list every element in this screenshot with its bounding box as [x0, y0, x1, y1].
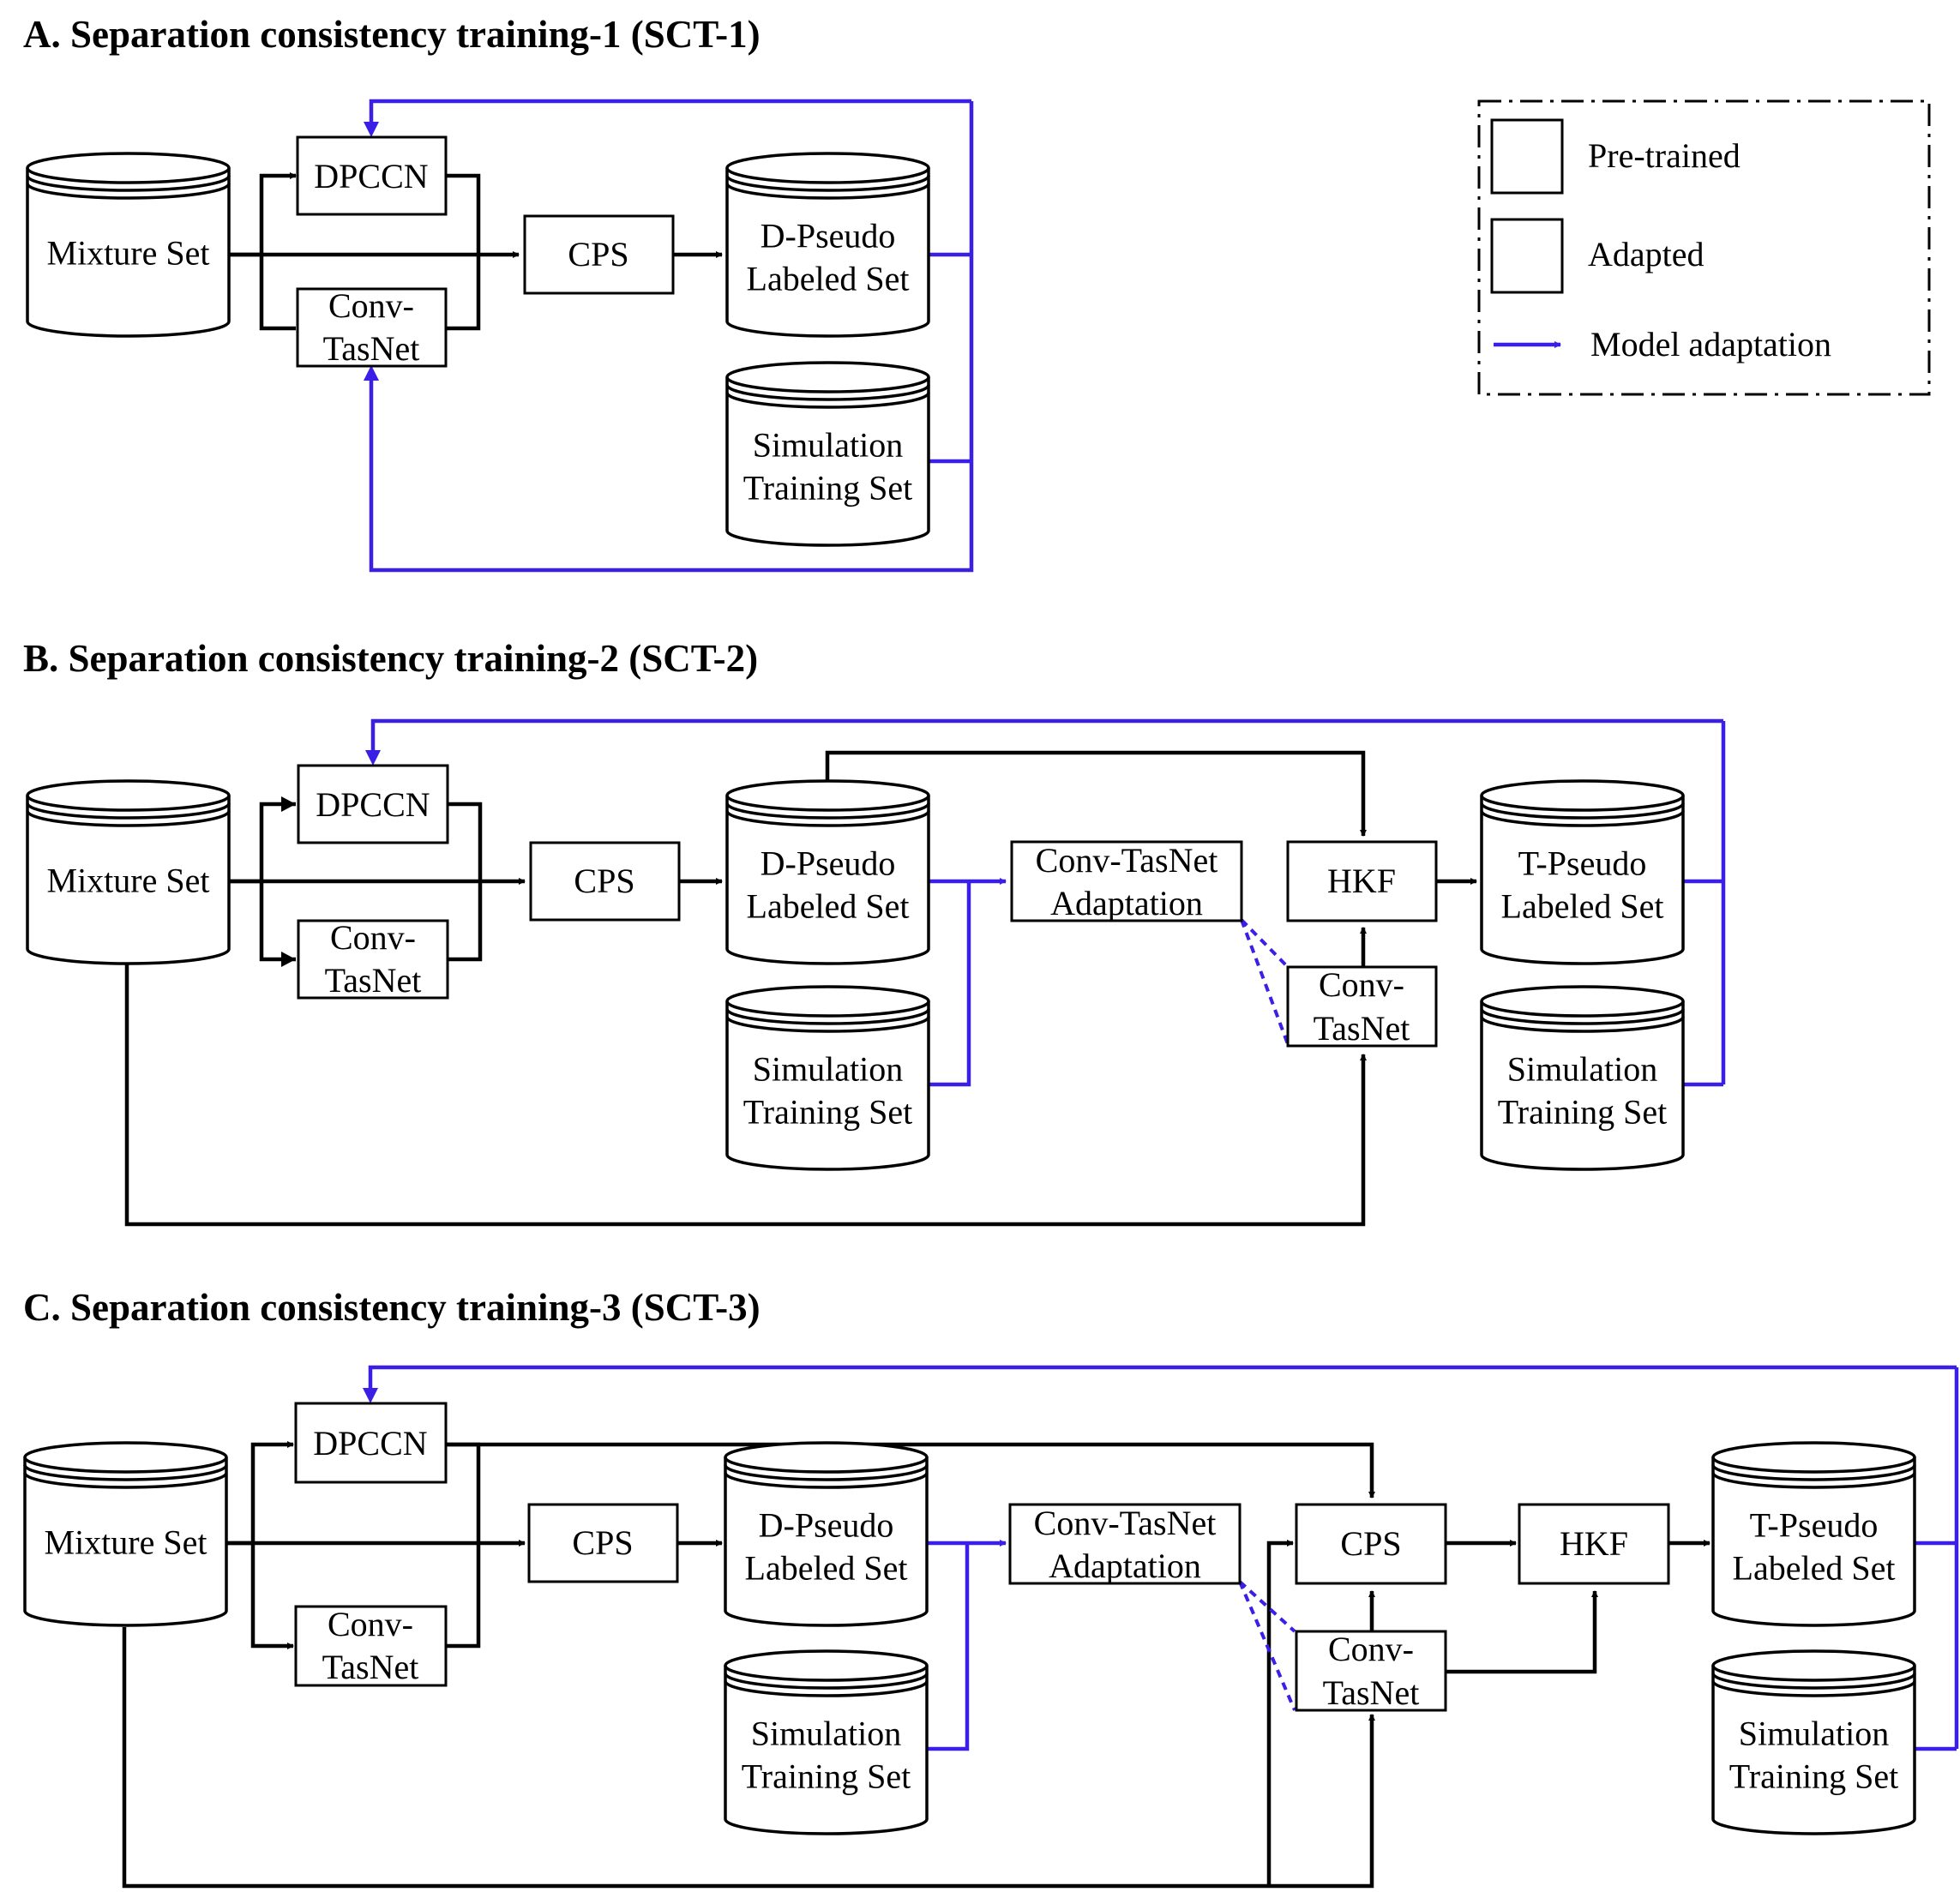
cyl-b-simulation-label-1: Simulation: [753, 1050, 904, 1089]
title-b: B. Separation consistency training-2 (SC…: [23, 637, 758, 680]
box-a-convtasnet-label-1: Conv-: [328, 286, 414, 325]
section-c: C. Separation consistency training-3 (SC…: [23, 1286, 1959, 1889]
title-a: A. Separation consistency training-1 (SC…: [23, 13, 761, 56]
cyl-c-d-pseudo-label-2: Labeled Set: [745, 1549, 908, 1588]
cyl-b-d-pseudo-label-1: D-Pseudo: [761, 844, 896, 883]
cyl-a-simulation-label-2: Training Set: [743, 469, 912, 508]
legend-label-adapted: Adapted: [1588, 235, 1704, 273]
box-b-convtasnet-adapted-label-1: Conv-: [1319, 965, 1404, 1004]
cyl-a-mixture-label-1: Mixture Set: [47, 234, 210, 273]
section-b: B. Separation consistency training-2 (SC…: [23, 637, 1726, 1227]
box-c-dpccn-label: DPCCN: [313, 1424, 427, 1463]
box-b-convtasnet-label-1: Conv-: [330, 918, 416, 957]
cyl-b-d-pseudo-label-2: Labeled Set: [747, 887, 910, 926]
box-b-cps-label: CPS: [574, 862, 634, 900]
box-c-adaptation-label-1: Conv-TasNet: [1034, 1504, 1217, 1542]
cyl-a-d-pseudo-label-1: D-Pseudo: [761, 217, 896, 255]
cyl-b-mixture-label-1: Mixture Set: [47, 862, 210, 900]
cyl-b-simulation-2-label-2: Training Set: [1498, 1093, 1667, 1132]
box-c-adaptation-label-2: Adaptation: [1049, 1547, 1201, 1585]
cyl-c-simulation-label-1: Simulation: [751, 1715, 902, 1753]
box-a-cps: [523, 214, 675, 295]
box-b-convtasnet: [297, 919, 449, 1000]
box-c-convtasnet-adapted-label-2: TasNet: [1323, 1673, 1420, 1712]
box-c-adaptation: [1008, 1503, 1242, 1585]
box-b-hkf: [1286, 840, 1438, 922]
box-b-dpccn: [297, 764, 449, 844]
cyl-c-simulation-2-label-1: Simulation: [1739, 1715, 1890, 1753]
box-c-convtasnet-label-1: Conv-: [328, 1605, 413, 1643]
legend-label-pretrained: Pre-trained: [1588, 136, 1741, 175]
cyl-b-simulation-2-label-1: Simulation: [1507, 1050, 1658, 1089]
box-b-convtasnet-label-2: TasNet: [325, 961, 422, 1000]
box-a-cps-label: CPS: [568, 235, 628, 273]
legend-swatch-adapted: [1490, 218, 1564, 294]
cyl-a-d-pseudo-label-2: Labeled Set: [747, 260, 910, 298]
box-b-hkf-label: HKF: [1327, 862, 1396, 900]
cyl-a-mixture: Mixture Set: [26, 152, 231, 338]
box-b-adaptation-label-2: Adaptation: [1050, 884, 1203, 922]
cyl-b-simulation-label-2: Training Set: [743, 1093, 912, 1132]
box-b-adaptation-label-1: Conv-TasNet: [1036, 841, 1218, 880]
box-b-convtasnet-adapted: [1286, 965, 1438, 1048]
box-a-convtasnet: [296, 287, 448, 368]
cyl-c-t-pseudo-label-2: Labeled Set: [1733, 1549, 1896, 1588]
title-c: C. Separation consistency training-3 (SC…: [23, 1286, 761, 1329]
box-a-convtasnet-label-2: TasNet: [323, 329, 420, 368]
box-c-cps-2: [1295, 1503, 1447, 1585]
box-b-convtasnet-adapted-label-2: TasNet: [1314, 1009, 1410, 1048]
box-c-hkf-label: HKF: [1560, 1524, 1628, 1563]
box-a-dpccn: [296, 135, 448, 216]
cyl-b-mixture: Mixture Set: [26, 779, 231, 965]
box-c-cps: [527, 1503, 679, 1583]
box-b-cps: [529, 841, 681, 922]
box-c-cps-2-label: CPS: [1340, 1524, 1401, 1563]
box-a-dpccn-label: DPCCN: [314, 157, 428, 195]
box-c-convtasnet-label-2: TasNet: [322, 1648, 419, 1686]
box-c-dpccn: [294, 1402, 448, 1484]
box-c-convtasnet: [294, 1605, 448, 1687]
cyl-c-simulation-label-2: Training Set: [742, 1757, 911, 1796]
box-c-convtasnet-adapted: [1295, 1630, 1447, 1712]
legend-swatch-pretrained: [1490, 118, 1564, 195]
box-b-adaptation: [1010, 840, 1243, 922]
cyl-c-mixture-label-1: Mixture Set: [45, 1523, 207, 1562]
legend-label-model-adaptation: Model adaptation: [1590, 325, 1831, 363]
cyl-b-t-pseudo-label-2: Labeled Set: [1501, 887, 1664, 926]
cyl-b-t-pseudo-label-1: T-Pseudo: [1518, 844, 1647, 883]
cyl-a-simulation-label-1: Simulation: [753, 426, 904, 465]
box-c-hkf: [1518, 1503, 1670, 1585]
cyl-c-d-pseudo-label-1: D-Pseudo: [759, 1506, 894, 1545]
legend: Pre-trained Adapted Model adaptation: [1477, 99, 1931, 396]
section-a: A. Separation consistency training-1 (SC…: [23, 13, 974, 573]
box-c-cps-label: CPS: [572, 1523, 633, 1562]
cyl-c-mixture: Mixture Set: [23, 1441, 228, 1627]
box-b-dpccn-label: DPCCN: [316, 785, 430, 824]
cyl-c-t-pseudo-label-1: T-Pseudo: [1750, 1506, 1879, 1545]
cyl-c-simulation-2-label-2: Training Set: [1729, 1757, 1898, 1796]
box-c-convtasnet-adapted-label-1: Conv-: [1328, 1630, 1414, 1668]
